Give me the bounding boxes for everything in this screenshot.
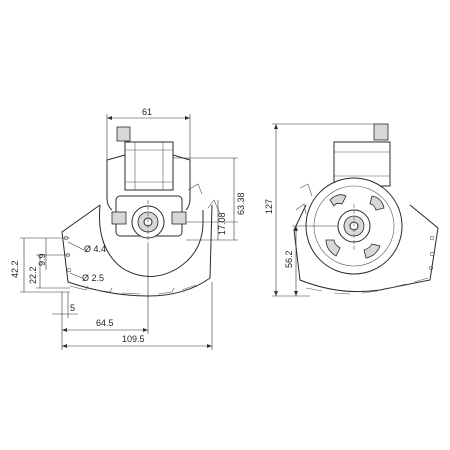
vent-slot-1 (329, 194, 347, 207)
dim-label-hole-2-5: Ø 2.5 (82, 273, 104, 283)
dimension-127: 127 (264, 123, 374, 297)
dim-label-109-5: 109.5 (122, 334, 145, 344)
dim-label-hole-4-4: Ø 4.4 (84, 244, 106, 254)
scroll-housing (98, 204, 204, 277)
dim-label-22-2: 22.2 (28, 266, 38, 284)
vent-slot-3 (325, 239, 341, 257)
rear-flange (293, 204, 439, 293)
front-view (61, 126, 221, 297)
rear-view (293, 123, 439, 295)
dim-label-9-9: 9.9 (37, 253, 47, 266)
dim-label-63-38: 63.38 (236, 192, 246, 215)
rear-hole-2 (429, 251, 435, 257)
motor-housing (124, 141, 174, 191)
rear-hole-1 (429, 235, 435, 241)
dim-label-42-2: 42.2 (10, 260, 20, 278)
hole-callouts: Ø 4.4 Ø 2.5 (67, 241, 106, 283)
dimension-64-5: 64.5 (61, 244, 149, 350)
hole-3 (66, 267, 72, 273)
dimension-109-5: 109.5 (62, 282, 213, 350)
side-plate (106, 160, 191, 211)
dimension-17-08: 17.08 (186, 200, 238, 241)
rear-connector (373, 123, 389, 141)
dimension-61: 61 (106, 107, 191, 160)
dim-label-5: 5 (70, 303, 75, 313)
dimension-63-38: 63.38 (173, 157, 246, 240)
rear-hole-3 (428, 265, 434, 271)
dimension-left-stack: 42.2 22.2 9.9 (10, 237, 70, 293)
mount-ear-right (171, 211, 187, 225)
dim-label-61: 61 (142, 107, 152, 117)
motor-connector (116, 126, 131, 142)
dim-label-56-2: 56.2 (284, 250, 294, 268)
dimension-56-2: 56.2 (284, 225, 338, 296)
dim-label-64-5: 64.5 (96, 318, 114, 328)
vent-slot-2 (369, 195, 385, 211)
dimension-5: 5 (52, 292, 78, 318)
vent-slot-4 (363, 243, 381, 259)
dim-label-17-08: 17.08 (217, 212, 227, 235)
mount-ear-left (111, 211, 127, 225)
dim-label-127: 127 (264, 199, 274, 214)
